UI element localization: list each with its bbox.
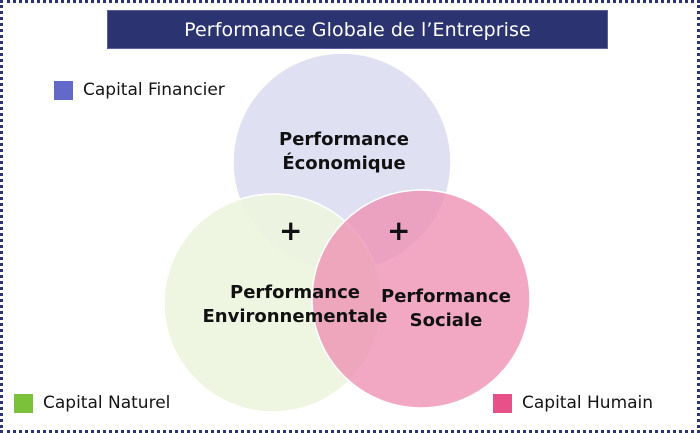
label-line: Sociale <box>409 310 483 331</box>
label-line: Environnementale <box>202 306 388 327</box>
legend-label: Capital Financier <box>83 80 225 100</box>
title-banner: Performance Globale de l’Entreprise <box>107 10 608 49</box>
label-performance-environnementale: Performance Environnementale <box>180 281 410 329</box>
legend-label: Capital Naturel <box>43 393 171 413</box>
financier-swatch-icon <box>54 80 73 100</box>
legend-capital-financier: Capital Financier <box>54 80 225 100</box>
legend-label: Capital Humain <box>522 393 654 413</box>
legend-capital-naturel: Capital Naturel <box>14 393 170 413</box>
label-line: Performance <box>230 282 360 303</box>
legend-capital-humain: Capital Humain <box>493 393 653 413</box>
label-line: Économique <box>282 153 406 174</box>
diagram-title: Performance Globale de l’Entreprise <box>184 18 531 41</box>
naturel-swatch-icon <box>14 393 33 413</box>
label-line: Performance <box>279 129 409 150</box>
label-performance-economique: Performance Économique <box>244 128 444 176</box>
plus-icon: + <box>387 214 411 247</box>
humain-swatch-icon <box>493 393 512 413</box>
label-line: Performance <box>381 286 511 307</box>
plus-icon: + <box>279 214 303 247</box>
circle-performance-sociale <box>311 189 531 409</box>
label-performance-sociale: Performance Sociale <box>366 285 526 333</box>
